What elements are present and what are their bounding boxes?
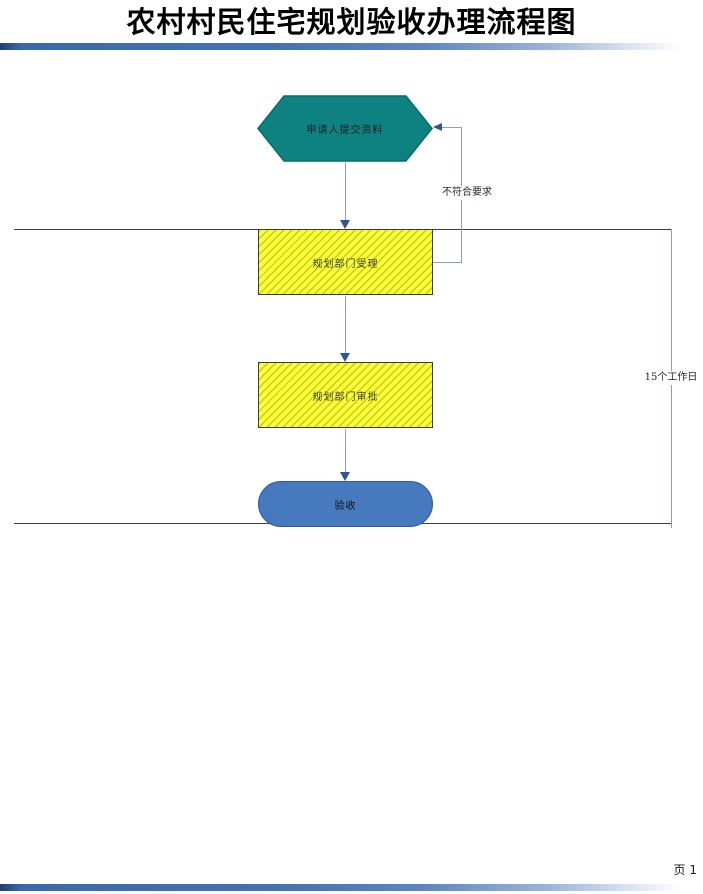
arrowhead-down-icon xyxy=(340,472,350,481)
feedback-line-horizontal-upper xyxy=(442,127,462,128)
flow-node-start: 申请人提交资料 xyxy=(257,95,433,162)
page-number: 页 1 xyxy=(673,863,697,877)
hexagon-shape xyxy=(257,95,433,162)
flow-node-end: 验收 xyxy=(258,481,433,527)
approve-node-label: 规划部门审批 xyxy=(312,391,379,403)
flow-node-approve: 规划部门审批 xyxy=(258,362,433,428)
header-accent-bar xyxy=(0,43,703,50)
footer-accent-bar xyxy=(0,884,703,891)
connector-approve-to-end xyxy=(345,429,346,472)
start-node-label: 申请人提交资料 xyxy=(306,125,384,136)
arrowhead-left-icon xyxy=(433,123,442,131)
arrowhead-down-icon xyxy=(340,220,350,229)
accept-node-label: 规划部门受理 xyxy=(312,258,379,270)
reject-label: 不符合要求 xyxy=(429,186,505,200)
connector-start-to-accept xyxy=(345,162,346,220)
page-title: 农村村民住宅规划验收办理流程图 xyxy=(126,5,577,39)
feedback-line-horizontal-lower xyxy=(433,262,462,263)
end-node-label: 验收 xyxy=(334,500,357,512)
flow-node-accept: 规划部门受理 xyxy=(258,229,433,295)
duration-label: 15个工作日 xyxy=(639,371,703,385)
arrowhead-down-icon xyxy=(340,353,350,362)
connector-accept-to-approve xyxy=(345,296,346,353)
